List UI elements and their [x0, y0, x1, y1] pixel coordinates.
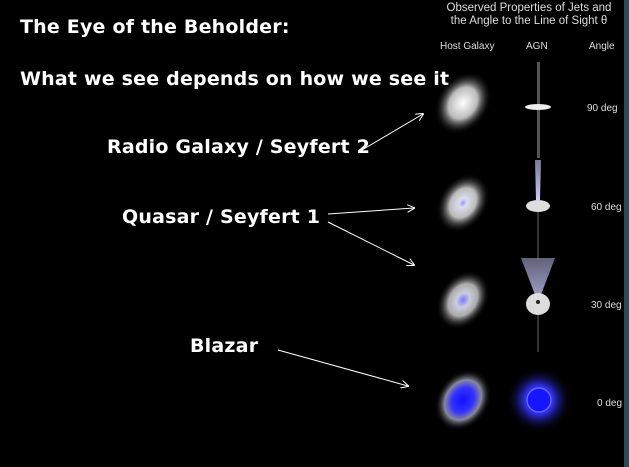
- column-agn: AGN: [526, 41, 548, 52]
- agn-jet-30: [521, 258, 555, 300]
- arrow-blazar: [277, 349, 408, 386]
- slide-title: The Eye of the Beholder:: [20, 16, 290, 38]
- angle-90: 90 deg: [587, 103, 618, 114]
- angle-30: 30 deg: [591, 300, 622, 311]
- edge-strip: [624, 0, 629, 467]
- arrow-radio-galaxy: [361, 114, 423, 151]
- agn-jet-60: [535, 160, 541, 200]
- slide-subtitle: What we see depends on how we see it: [20, 68, 450, 90]
- figure-title-line1: Observed Properties of Jets and: [446, 2, 612, 14]
- agn-disk-60: [526, 200, 550, 212]
- figure-title: Observed Properties of Jets and the Angl…: [444, 2, 614, 28]
- angle-0: 0 deg: [597, 398, 623, 409]
- agn-jet-90: [537, 62, 540, 158]
- agn-views: [506, 62, 572, 433]
- column-host-galaxy: Host Galaxy: [440, 41, 495, 52]
- figure-title-line2: the Angle to the Line of Sight θ: [450, 15, 608, 27]
- host-galaxy-90: [434, 71, 492, 135]
- label-blazar: Blazar: [190, 335, 259, 357]
- label-radio-galaxy: Radio Galaxy / Seyfert 2: [107, 136, 370, 158]
- arrow-quasar-30: [327, 221, 414, 265]
- agn-disk-90: [525, 104, 551, 110]
- arrow-quasar-60: [327, 208, 414, 215]
- pointer-arrows: [277, 114, 423, 386]
- label-quasar: Quasar / Seyfert 1: [122, 206, 321, 228]
- column-angle: Angle: [589, 41, 615, 52]
- host-galaxies: [434, 71, 492, 431]
- host-galaxy-30: [436, 270, 490, 330]
- host-galaxy-0: [434, 369, 492, 431]
- host-galaxy-60: [436, 173, 490, 233]
- angle-60: 60 deg: [591, 202, 622, 213]
